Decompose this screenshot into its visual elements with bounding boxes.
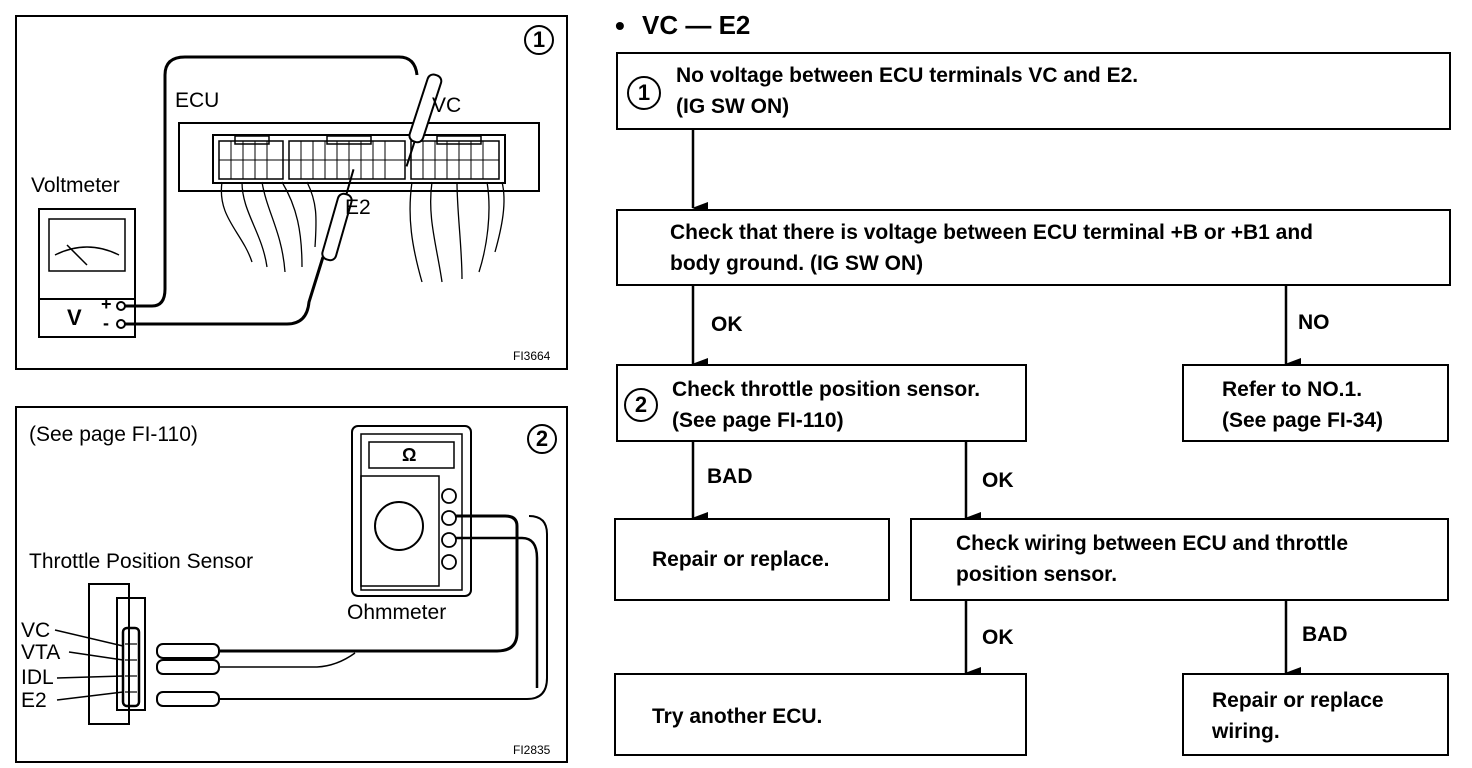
check-voltage-box: Check that there is voltage between ECU … — [616, 209, 1451, 286]
step2-line1: Check throttle position sensor. — [672, 378, 981, 401]
page-heading: VC — E2 — [642, 10, 751, 40]
heading-bullet: • — [615, 10, 625, 41]
ohmmeter-sensor-figure: 2 (See page FI-110) Ω Throttle Position … — [15, 406, 568, 763]
check-wiring-line2: position sensor. — [956, 563, 1118, 586]
step2-line2: (See page FI-110) — [672, 409, 844, 432]
step1-line2: (IG SW ON) — [676, 95, 790, 118]
try-ecu-box: Try another ECU. — [614, 673, 1027, 756]
label-bad-1: BAD — [707, 465, 753, 488]
check-wiring-line1: Check wiring between ECU and throttle — [956, 532, 1349, 555]
check-voltage-line1: Check that there is voltage between ECU … — [670, 221, 1314, 244]
see-page-note: (See page FI-110) — [29, 423, 198, 446]
refer-line2: (See page FI-34) — [1222, 409, 1384, 432]
label-bad-2: BAD — [1302, 623, 1348, 646]
step1-box: No voltage between ECU terminals VC and … — [616, 52, 1451, 130]
repair-box: Repair or replace. — [614, 518, 890, 601]
try-ecu-text: Try another ECU. — [652, 705, 823, 728]
terminal-label-e2: E2 — [21, 689, 47, 712]
figure-number-2: 2 — [527, 424, 557, 454]
repair-wiring-line2: wiring. — [1212, 720, 1280, 743]
step1-number: 1 — [627, 76, 661, 110]
repair-wiring-line1: Repair or replace — [1212, 689, 1384, 712]
label-ok-3: OK — [982, 626, 1014, 649]
refer-box: Refer to NO.1. (See page FI-34) — [1182, 364, 1449, 442]
plus-terminal-label: + — [101, 294, 112, 314]
minus-terminal-label: - — [103, 313, 109, 333]
step2-number: 2 — [624, 388, 658, 422]
voltmeter-label: Voltmeter — [31, 174, 120, 197]
terminal-label-vta: VTA — [21, 641, 61, 664]
volt-v-label: V — [67, 305, 82, 330]
figure-code-1: FI3664 — [513, 349, 551, 363]
label-ok-2: OK — [982, 469, 1014, 492]
repair-text: Repair or replace. — [652, 548, 830, 571]
ohmmeter-sensor-illustration — [54, 425, 548, 725]
check-voltage-line2: body ground. (IG SW ON) — [670, 252, 924, 275]
terminal-label-vc: VC — [21, 619, 51, 642]
refer-line1: Refer to NO.1. — [1222, 378, 1363, 401]
ohm-symbol: Ω — [402, 445, 417, 465]
step2-box: Check throttle position sensor. (See pag… — [616, 364, 1027, 442]
figure-code-2: FI2835 — [513, 743, 551, 757]
ohmmeter-label: Ohmmeter — [347, 601, 447, 624]
label-ok-1: OK — [711, 313, 743, 336]
check-wiring-box: Check wiring between ECU and throttle po… — [910, 518, 1449, 601]
figure-number-1: 1 — [524, 25, 554, 55]
vc-label: VC — [432, 94, 462, 117]
ecu-voltmeter-figure: 1 ECU VC E2 Voltmeter V + - FI3664 — [15, 15, 568, 370]
label-no: NO — [1298, 311, 1330, 334]
ecu-voltmeter-illustration — [38, 55, 540, 338]
sensor-label: Throttle Position Sensor — [29, 550, 254, 573]
e2-label: E2 — [345, 196, 371, 219]
repair-wiring-box: Repair or replace wiring. — [1182, 673, 1449, 756]
ecu-label: ECU — [175, 89, 220, 112]
step1-line1: No voltage between ECU terminals VC and … — [676, 64, 1139, 87]
terminal-label-idl: IDL — [21, 666, 54, 689]
